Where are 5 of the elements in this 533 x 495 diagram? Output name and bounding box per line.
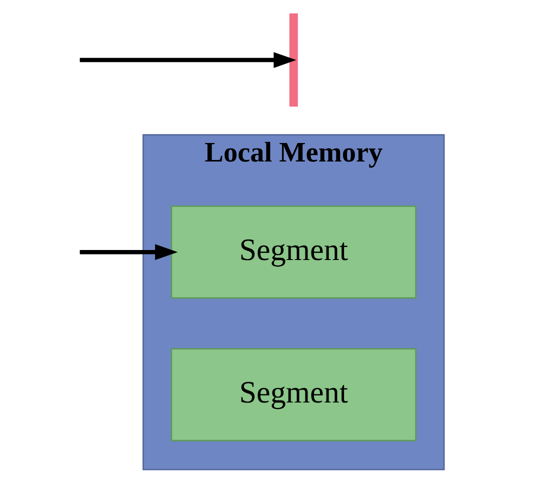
node-box: Segment	[170, 348, 416, 442]
arrow	[79, 52, 296, 68]
node-bar	[288, 13, 298, 107]
node-box: Segment	[170, 205, 416, 299]
arrow	[79, 244, 178, 260]
